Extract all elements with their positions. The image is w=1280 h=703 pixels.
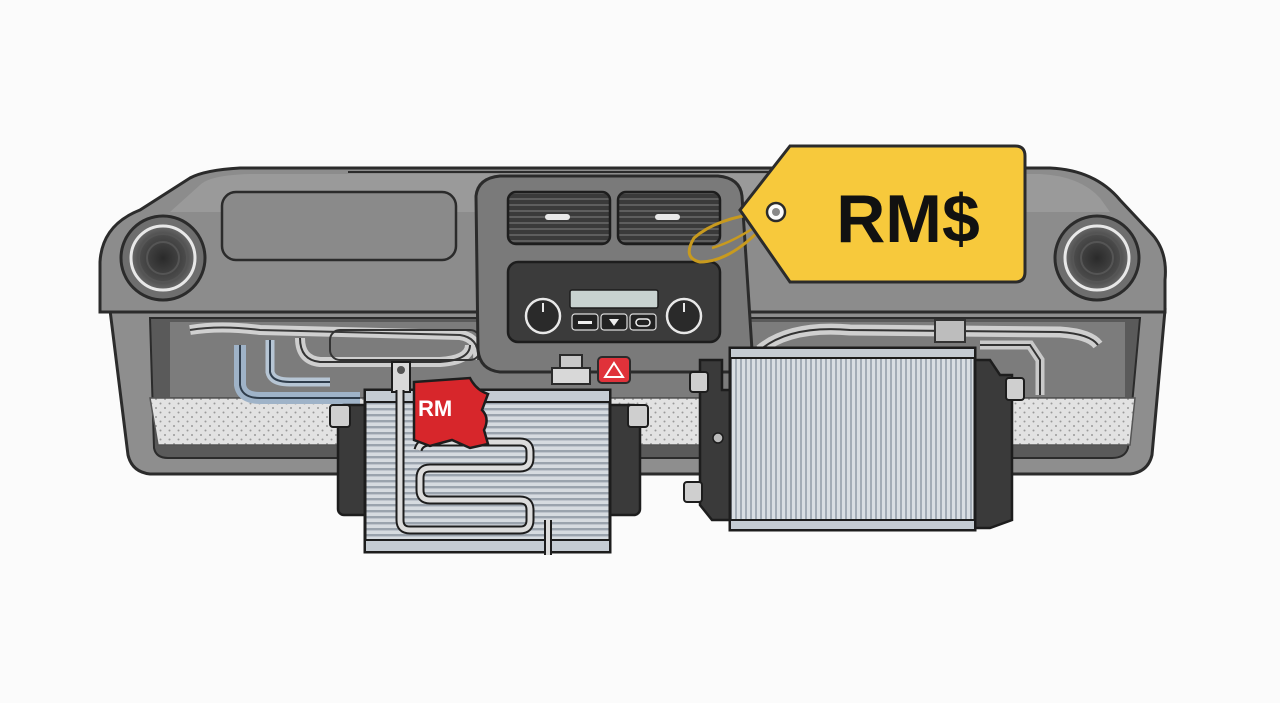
left-round-vent bbox=[119, 214, 207, 302]
recirculation-button bbox=[629, 313, 657, 331]
old-heater-core: RM bbox=[329, 361, 649, 555]
fan-icon bbox=[609, 319, 619, 326]
left-knob bbox=[524, 297, 562, 335]
right-round-vent bbox=[1053, 214, 1141, 302]
right-knob bbox=[665, 297, 703, 335]
display-screen bbox=[569, 289, 659, 309]
tag-string bbox=[687, 210, 778, 264]
hazard-triangle-icon bbox=[603, 361, 625, 378]
new-core-fins bbox=[728, 346, 977, 532]
hazard-button bbox=[597, 356, 631, 384]
new-heater-core bbox=[683, 346, 1025, 532]
old-core-label: RM bbox=[418, 396, 452, 421]
old-core-label-badge bbox=[412, 376, 490, 450]
tag-body bbox=[738, 144, 1027, 284]
recirculation-icon bbox=[635, 318, 651, 327]
price-tag-label: RM$ bbox=[836, 181, 980, 257]
price-tag: RM$ bbox=[687, 144, 1027, 284]
right-ducts bbox=[756, 319, 1103, 395]
instrument-recess bbox=[220, 190, 458, 262]
